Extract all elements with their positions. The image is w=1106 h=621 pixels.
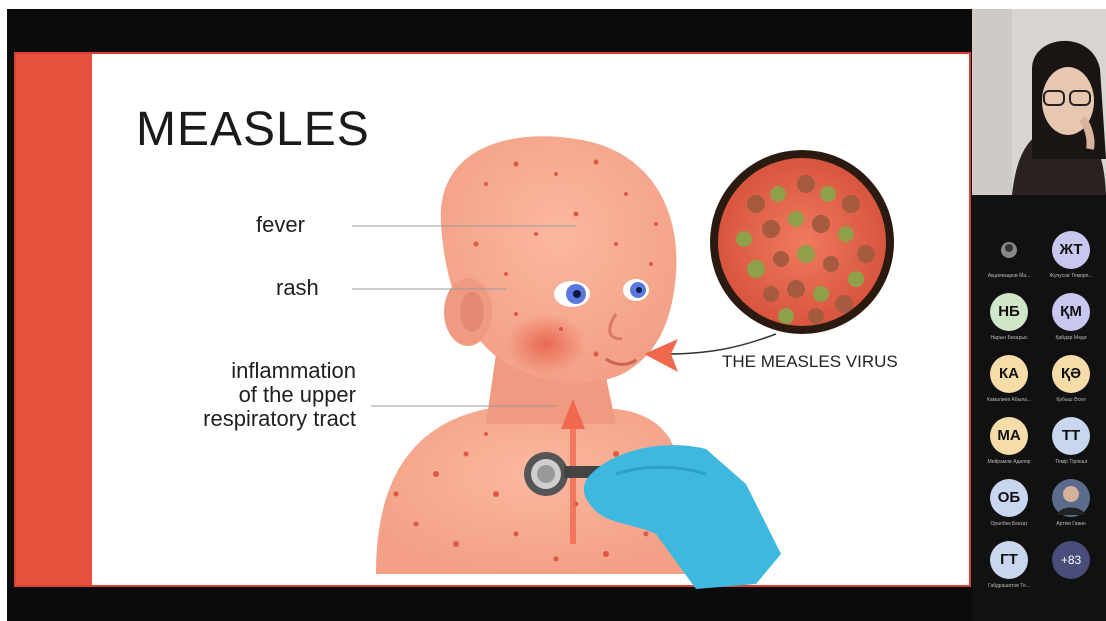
participant-photo-icon (1052, 479, 1090, 517)
participant-tile[interactable]: ОБ Оралбек Бекзат (978, 479, 1040, 539)
presenter-video-feed (972, 9, 1106, 195)
participant-avatar (1052, 479, 1090, 517)
participant-tile[interactable]: ҚӘ Қобыш Әсел (1040, 355, 1102, 415)
participant-tile[interactable]: Артём Гавин (1040, 479, 1102, 539)
participant-avatar: НБ (990, 293, 1028, 331)
participant-avatar: ҚМ (1052, 293, 1090, 331)
participant-avatar: ОБ (990, 479, 1028, 517)
participant-tile[interactable]: ЖТ Жунусов Темирл... (1040, 231, 1102, 291)
participant-name: Қобыш Әсел (1040, 397, 1102, 403)
label-inflammation-line2: of the upper (156, 383, 356, 407)
participant-name: Камалиев Абыла... (978, 397, 1040, 403)
participant-tile[interactable]: Акциякааров Ма... (978, 231, 1040, 291)
participant-avatar: ҚӘ (1052, 355, 1090, 393)
participants-panel: Акциякааров Ма... ЖТ Жунусов Темирл... НБ На… (972, 9, 1106, 621)
participant-avatar (990, 231, 1028, 269)
participant-name: Темір Тірлеші (1040, 459, 1102, 465)
participant-tile[interactable]: КА Камалиев Абыла... (978, 355, 1040, 415)
child-cheek-flush (506, 314, 586, 374)
presenter-video[interactable] (972, 9, 1106, 195)
participant-avatar: ГТ (990, 541, 1028, 579)
participant-name: Оралбек Бекзат (978, 521, 1040, 527)
presentation-slide: MEASLES fever rash inflammation of the u… (14, 52, 971, 587)
video-call-window: MEASLES fever rash inflammation of the u… (7, 9, 1106, 621)
label-inflammation: inflammation of the upper respiratory tr… (156, 359, 356, 431)
participant-tile[interactable]: ГТ Габдрашитов Те... (978, 541, 1040, 601)
participant-name: Акциякааров Ма... (978, 273, 1040, 279)
participant-avatar: ТТ (1052, 417, 1090, 455)
participant-avatar: +83 (1052, 541, 1090, 579)
label-fever: fever (256, 213, 305, 237)
participant-logo-icon (990, 231, 1028, 269)
label-inflammation-line3: respiratory tract (156, 407, 356, 431)
participant-avatar: КА (990, 355, 1028, 393)
participant-tile[interactable]: НБ Нарын Бекарыс (978, 293, 1040, 353)
participant-name: Нарын Бекарыс (978, 335, 1040, 341)
participant-avatar: МА (990, 417, 1028, 455)
participant-tile[interactable]: ҚМ Қайдар Мәди (1040, 293, 1102, 353)
shared-screen: MEASLES fever rash inflammation of the u… (7, 9, 972, 621)
virus-magnifier (710, 150, 894, 334)
label-rash: rash (276, 276, 319, 300)
participant-name: Мейрамов Адиляр (978, 459, 1040, 465)
participant-name: Габдрашитов Те... (978, 583, 1040, 589)
participant-tile[interactable]: МА Мейрамов Адиляр (978, 417, 1040, 477)
participant-name: Жунусов Темирл... (1040, 273, 1102, 279)
label-inflammation-line1: inflammation (156, 359, 356, 383)
slide-title: MEASLES (136, 102, 370, 157)
participant-tile[interactable]: +83 (1040, 541, 1102, 601)
participant-avatar: ЖТ (1052, 231, 1090, 269)
participant-name: Артём Гавин (1040, 521, 1102, 527)
label-measles-virus: THE MEASLES VIRUS (722, 350, 898, 374)
participant-name: Қайдар Мәди (1040, 335, 1102, 341)
participant-tile[interactable]: ТТ Темір Тірлеші (1040, 417, 1102, 477)
